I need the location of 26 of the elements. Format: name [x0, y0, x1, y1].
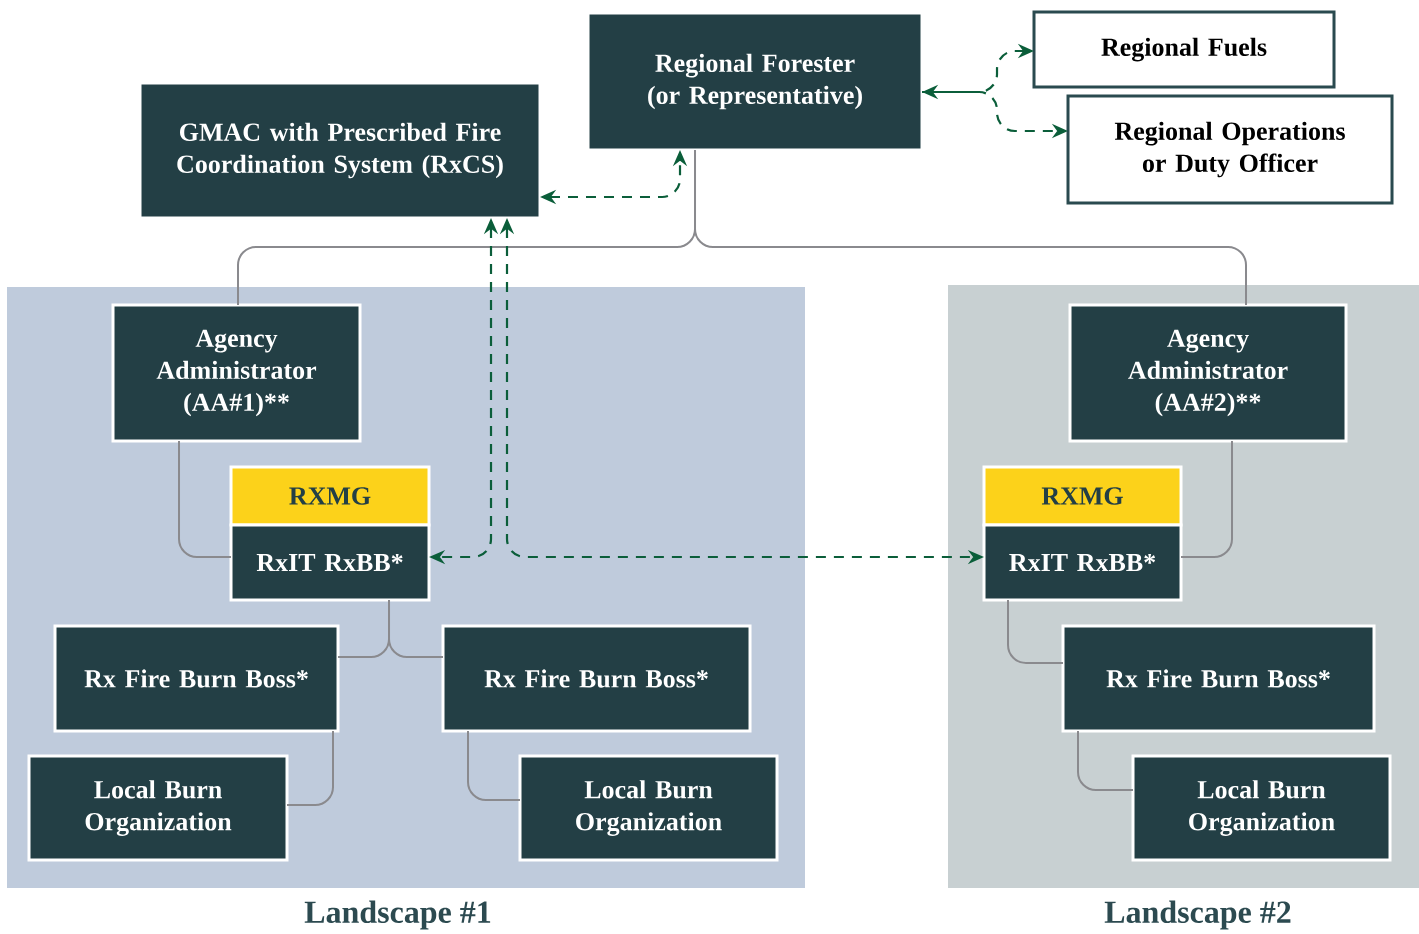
org-box: RxIT RxBB*	[229, 523, 431, 602]
org-box: Agency Administrator (AA#1)**	[111, 303, 362, 443]
org-box: Rx Fire Burn Boss*	[53, 624, 340, 733]
panel-heading: Landscape #1	[304, 900, 491, 930]
connector-line	[1180, 440, 1233, 558]
panel-heading: Landscape #2	[1104, 900, 1291, 930]
org-box: Rx Fire Burn Boss*	[1061, 624, 1376, 733]
org-box: Local Burn Organization	[27, 754, 289, 862]
org-box: Regional Fuels	[1032, 10, 1336, 89]
org-box: RxIT RxBB*	[982, 523, 1183, 602]
org-box: Rx Fire Burn Boss*	[441, 624, 752, 733]
connector-line	[286, 730, 334, 806]
connector-line	[694, 149, 1247, 306]
org-box: GMAC with Prescribed Fire Coordination System (RxCS)	[138, 81, 542, 220]
org-box: Local Burn Organization	[518, 754, 779, 862]
group-header-box: RXMG	[229, 465, 431, 527]
org-box: Agency Administrator (AA#2)**	[1068, 303, 1348, 443]
org-box: Regional Operations or Duty Officer	[1066, 94, 1394, 205]
connector-line	[388, 599, 444, 658]
connector-line	[467, 730, 521, 801]
org-box: Regional Forester (or Representative)	[586, 11, 924, 152]
org-box: Local Burn Organization	[1131, 754, 1392, 862]
connector-line	[1007, 599, 1064, 664]
connector-line	[178, 440, 232, 558]
connector-line	[1077, 730, 1134, 791]
group-header-box: RXMG	[982, 465, 1183, 527]
